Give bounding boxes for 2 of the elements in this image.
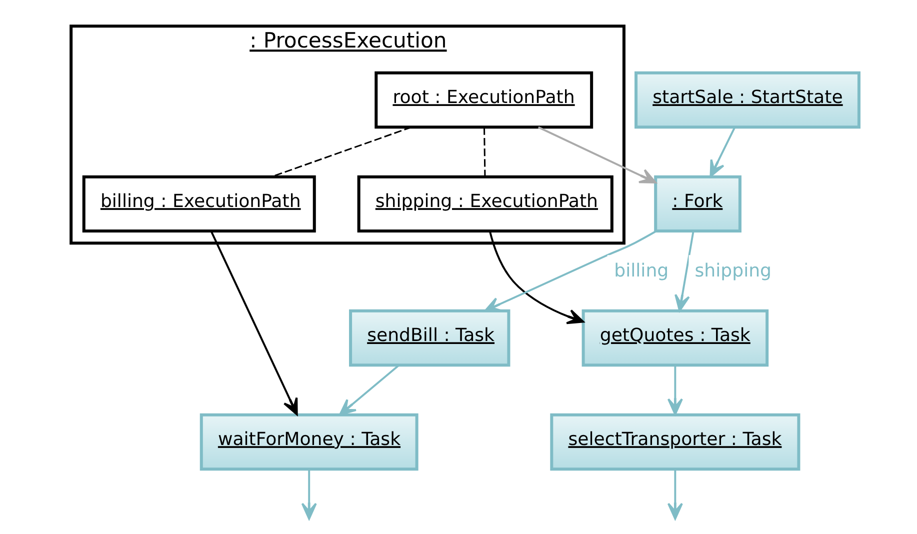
edge-label: billing bbox=[614, 260, 668, 282]
edge-label: shipping bbox=[694, 260, 772, 282]
